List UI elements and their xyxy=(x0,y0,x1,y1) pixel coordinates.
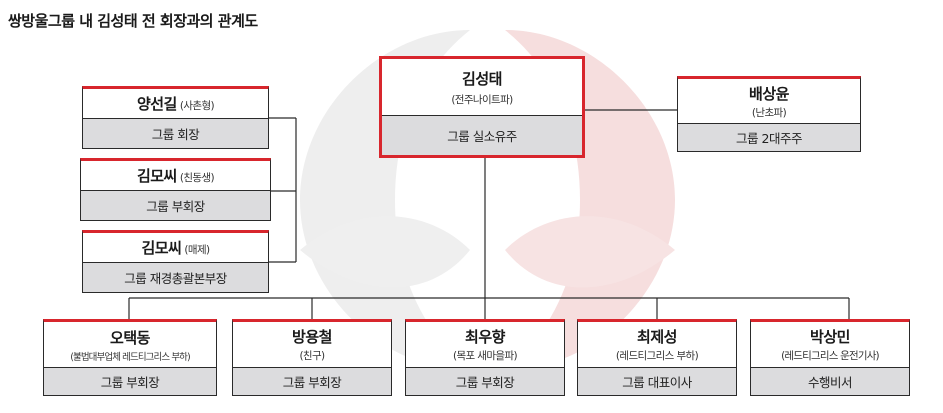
node-role: 그룹 부회장 xyxy=(233,367,391,395)
node-name: 박상민 xyxy=(810,328,850,346)
node-name: 배상윤 xyxy=(749,84,789,103)
node-name: 방용철 xyxy=(292,328,332,346)
node-bottom-5: 박상민 (레드티그리스 운전기사) 수행비서 xyxy=(750,319,910,396)
node-right: 배상윤 (난초파) 그룹 2대주주 xyxy=(677,76,861,152)
node-bottom-4: 최제성 (레드티그리스 부하) 그룹 대표이사 xyxy=(577,319,737,396)
node-role: 그룹 실소유주 xyxy=(382,115,582,155)
node-note: (난초파) xyxy=(751,106,787,119)
node-role: 그룹 재경총괄본부장 xyxy=(83,262,268,292)
node-left-1: 양선길(사촌형) 그룹 회장 xyxy=(82,86,269,149)
node-note: (친구) xyxy=(299,350,325,362)
node-bottom-1: 오택동 (불법대부업체 레드티그리스 부하) 그룹 부회장 xyxy=(43,319,217,396)
node-role: 그룹 부회장 xyxy=(44,367,216,395)
node-bottom-3: 최우향 (목포 새마을파) 그룹 부회장 xyxy=(405,319,565,396)
node-name: 김모씨 xyxy=(141,239,182,257)
node-role: 그룹 부회장 xyxy=(81,190,270,220)
node-name: 최우향 xyxy=(465,328,505,346)
node-name: 김모씨 xyxy=(136,167,177,185)
node-role: 수행비서 xyxy=(751,367,909,395)
node-note: (레드티그리스 부하) xyxy=(615,350,699,362)
node-name: 최제성 xyxy=(637,328,677,346)
node-role: 그룹 회장 xyxy=(83,118,268,148)
node-name: 양선길 xyxy=(136,95,177,113)
node-name: 오택동 xyxy=(110,328,150,347)
node-note: (불법대부업체 레드티그리스 부하) xyxy=(70,351,191,363)
diagram-title: 쌍방울그룹 내 김성태 전 회장과의 관계도 xyxy=(8,12,258,30)
node-left-2: 김모씨(친동생) 그룹 부회장 xyxy=(80,158,271,221)
node-center: 김성태 (전주나이트파) 그룹 실소유주 xyxy=(379,56,585,158)
node-note: (매제) xyxy=(184,244,210,256)
node-bottom-2: 방용철 (친구) 그룹 부회장 xyxy=(232,319,392,396)
node-role: 그룹 대표이사 xyxy=(578,367,736,395)
node-note: (레드티그리스 운전기사) xyxy=(781,350,880,362)
node-note: (전주나이트파) xyxy=(451,93,513,106)
node-note: (목포 새마을파) xyxy=(452,350,518,362)
node-role: 그룹 2대주주 xyxy=(678,123,860,151)
node-note: (사촌형) xyxy=(179,100,215,112)
node-note: (친동생) xyxy=(179,172,215,184)
node-role: 그룹 부회장 xyxy=(406,367,564,395)
node-left-3: 김모씨(매제) 그룹 재경총괄본부장 xyxy=(82,230,269,293)
node-name: 김성태 xyxy=(462,69,502,88)
